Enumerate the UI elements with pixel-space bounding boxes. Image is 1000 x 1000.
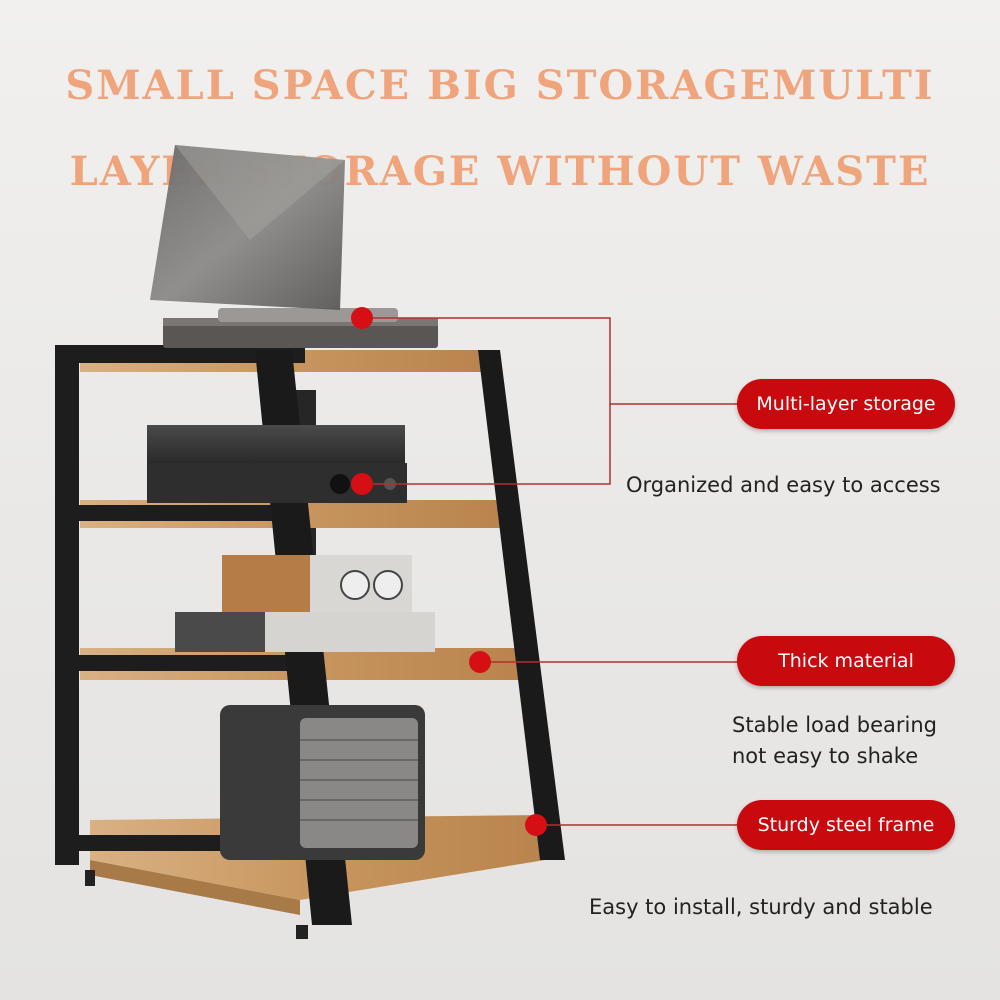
callout-markers bbox=[351, 307, 547, 836]
callout-leader-lines bbox=[362, 317, 745, 826]
callout-pill-thick-material: Thick material bbox=[737, 636, 955, 686]
callout-description-line-1: Stable load bearing bbox=[732, 713, 937, 737]
callout-description: Organized and easy to access bbox=[626, 473, 941, 497]
marker-dot bbox=[469, 651, 491, 673]
callout-label: Thick material bbox=[778, 650, 914, 672]
marker-dot bbox=[351, 473, 373, 495]
callout-description: Easy to install, sturdy and stable bbox=[589, 895, 933, 919]
marker-dot bbox=[351, 307, 373, 329]
marker-dot bbox=[525, 814, 547, 836]
callout-description: Stable load bearing not easy to shake bbox=[732, 710, 937, 772]
callout-pill-sturdy-steel-frame: Sturdy steel frame bbox=[737, 800, 955, 850]
callout-label: Sturdy steel frame bbox=[757, 814, 935, 836]
callout-pill-multi-layer-storage: Multi-layer storage bbox=[737, 379, 955, 429]
headline-line-1: SMALL SPACE BIG STORAGEMULTI bbox=[65, 62, 935, 109]
audio-components-upper bbox=[147, 425, 407, 503]
callout-description-line-2: not easy to shake bbox=[732, 744, 919, 768]
audio-components-middle bbox=[175, 555, 435, 652]
callout-label: Multi-layer storage bbox=[756, 393, 936, 415]
speaker bbox=[220, 705, 425, 860]
